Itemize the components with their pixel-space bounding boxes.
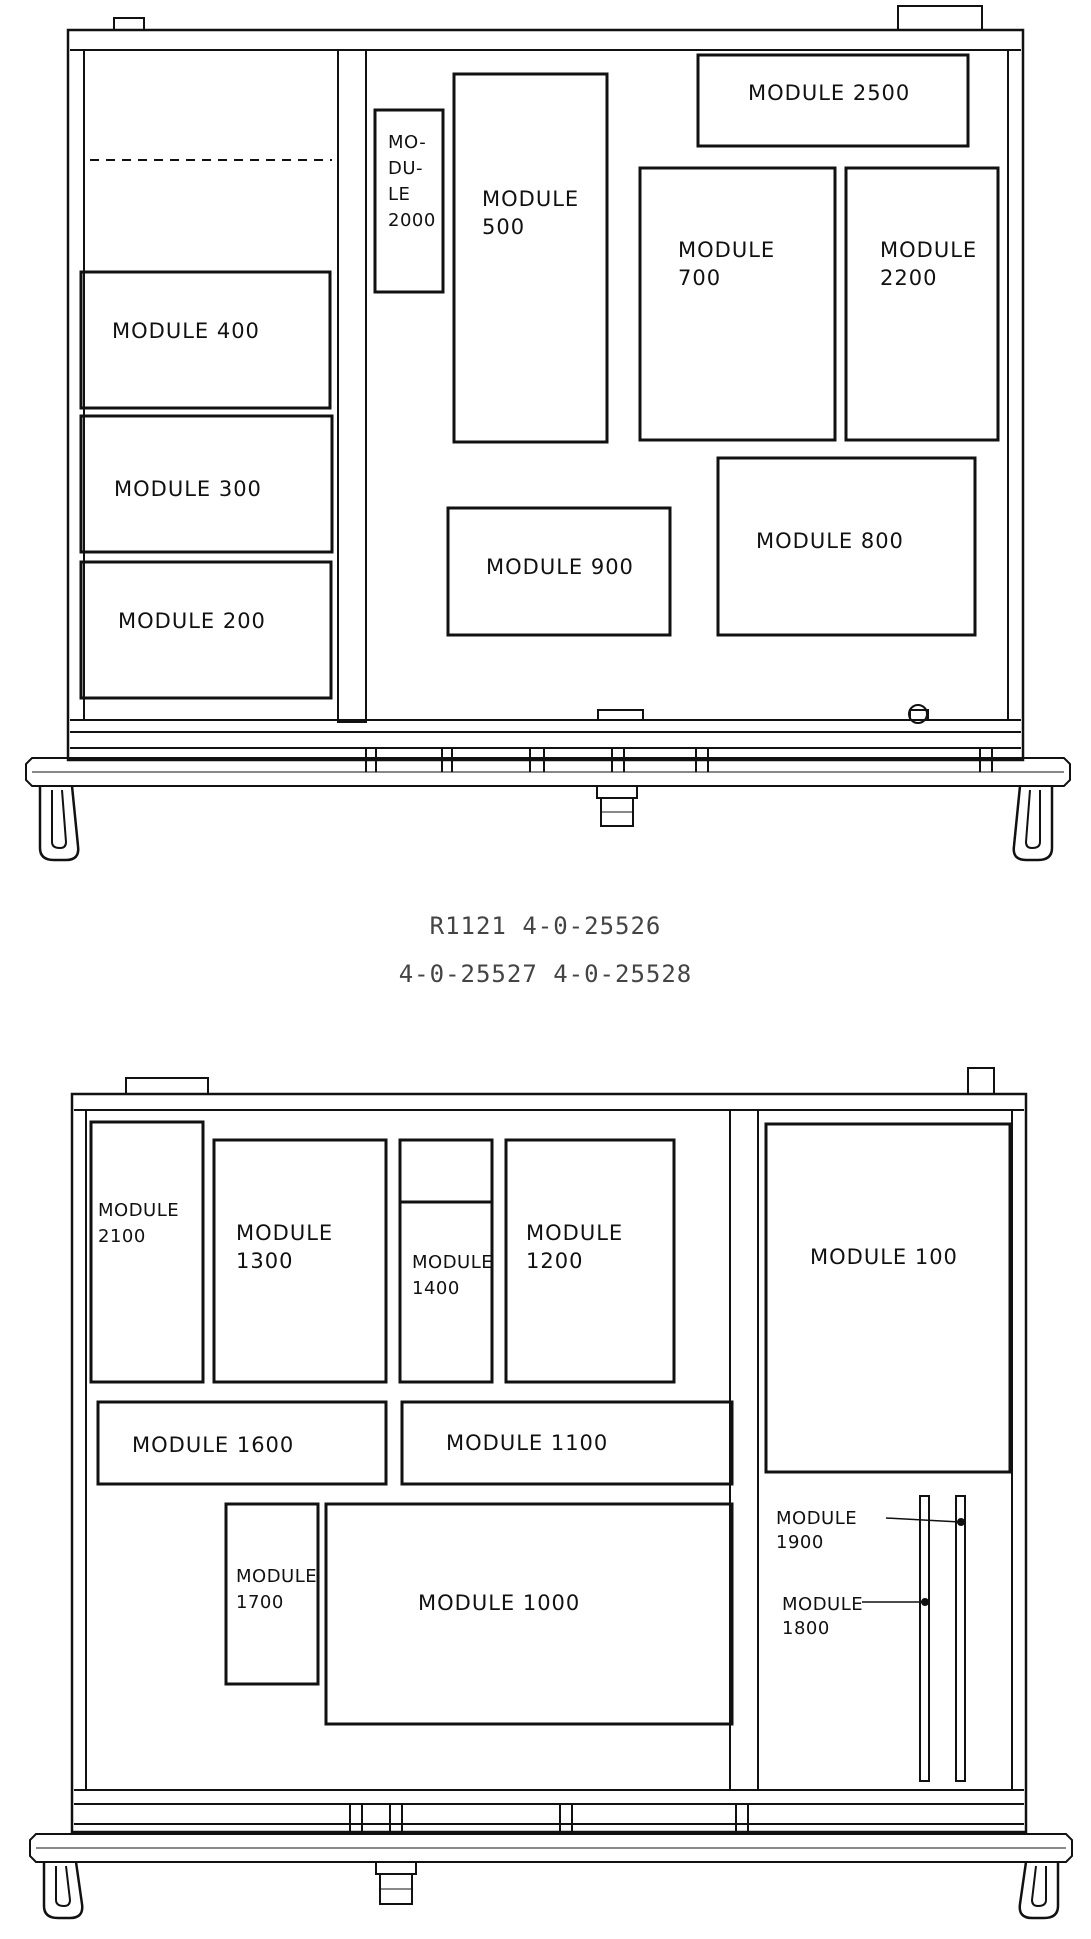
module-label-line: MODULE 200 bbox=[118, 609, 266, 633]
module-100-box bbox=[764, 1122, 1012, 1474]
module-1300-label: MODULE 1300 bbox=[236, 1221, 333, 1273]
module-300-box bbox=[79, 414, 334, 554]
module-label-line: MODULE 1100 bbox=[446, 1431, 608, 1455]
module-label-line: MODULE bbox=[678, 238, 775, 262]
module-label-line: 2000 bbox=[388, 210, 436, 231]
module-label-line: MO- bbox=[388, 132, 426, 153]
module-label-line: 1800 bbox=[782, 1618, 830, 1639]
module-label-line: MODULE bbox=[412, 1252, 493, 1273]
module-1600-label: MODULE 1600 bbox=[132, 1433, 294, 1457]
module-label-line: MODULE bbox=[782, 1594, 863, 1615]
module-1000-label: MODULE 1000 bbox=[418, 1591, 580, 1615]
module-1800-label: MODULE 1800 bbox=[782, 1594, 863, 1639]
module-1700-label: MODULE 1700 bbox=[236, 1566, 317, 1613]
module-900-box bbox=[446, 506, 672, 637]
module-label-line: 500 bbox=[482, 215, 525, 239]
module-1000-box bbox=[324, 1502, 734, 1726]
module-label-line: LE bbox=[388, 184, 410, 205]
module-2100-label: MODULE 2100 bbox=[98, 1200, 179, 1247]
module-1100-label: MODULE 1100 bbox=[446, 1431, 608, 1455]
module-200-label: MODULE 200 bbox=[118, 609, 266, 633]
module-label-line: MODULE bbox=[236, 1221, 333, 1245]
module-label-line: 1900 bbox=[776, 1532, 824, 1553]
module-1600-box bbox=[96, 1400, 388, 1486]
module-2000-label: MO- DU- LE 2000 bbox=[388, 132, 436, 231]
module-400-box bbox=[79, 270, 332, 410]
module-label-line: 700 bbox=[678, 266, 721, 290]
module-label-line: MODULE bbox=[98, 1200, 179, 1221]
module-label-line: 1300 bbox=[236, 1249, 293, 1273]
module-2200-box bbox=[844, 166, 1000, 442]
module-1400-label: MODULE 1400 bbox=[412, 1252, 493, 1299]
module-1700-box bbox=[224, 1502, 320, 1686]
top-chassis-frame bbox=[25, 5, 1071, 862]
module-300-label: MODULE 300 bbox=[114, 477, 262, 501]
module-label-line: MODULE 900 bbox=[486, 555, 634, 579]
module-label-line: 1200 bbox=[526, 1249, 583, 1273]
module-label-line: MODULE 300 bbox=[114, 477, 262, 501]
module-100-label: MODULE 100 bbox=[810, 1245, 958, 1269]
module-2500-box bbox=[696, 53, 970, 148]
module-label-line: 1400 bbox=[412, 1278, 460, 1299]
module-500-label: MODULE 500 bbox=[482, 187, 579, 239]
module-label-line: MODULE bbox=[776, 1508, 857, 1529]
module-2500-label: MODULE 2500 bbox=[748, 81, 910, 105]
module-label-line: DU- bbox=[388, 158, 423, 179]
module-label-line: MODULE 100 bbox=[810, 1245, 958, 1269]
module-label-line: 2200 bbox=[880, 266, 937, 290]
module-800-label: MODULE 800 bbox=[756, 529, 904, 553]
module-label-line: MODULE bbox=[482, 187, 579, 211]
module-400-label: MODULE 400 bbox=[112, 319, 260, 343]
module-label-line: 1700 bbox=[236, 1592, 284, 1613]
module-label-line: MODULE 800 bbox=[756, 529, 904, 553]
module-label-line: MODULE 400 bbox=[112, 319, 260, 343]
drawing-number-line-1: R1121 4-0-25526 bbox=[429, 912, 662, 940]
module-2000-box bbox=[373, 108, 445, 294]
module-label-line: 2100 bbox=[98, 1226, 146, 1247]
module-2200-label: MODULE 2200 bbox=[880, 238, 977, 290]
module-1900-label: MODULE 1900 bbox=[776, 1508, 857, 1553]
module-label-line: MODULE bbox=[880, 238, 977, 262]
module-200-box bbox=[79, 560, 333, 700]
module-label-line: MODULE 1600 bbox=[132, 1433, 294, 1457]
module-700-box bbox=[638, 166, 837, 442]
module-1200-box bbox=[504, 1138, 676, 1384]
module-2100-box bbox=[89, 1120, 205, 1384]
module-label-line: MODULE 2500 bbox=[748, 81, 910, 105]
module-500-box bbox=[452, 72, 609, 444]
module-1100-box bbox=[400, 1400, 734, 1486]
module-700-label: MODULE 700 bbox=[678, 238, 775, 290]
module-label-line: MODULE 1000 bbox=[418, 1591, 580, 1615]
module-label-line: MODULE bbox=[526, 1221, 623, 1245]
module-label-line: MODULE bbox=[236, 1566, 317, 1587]
module-800-box bbox=[716, 456, 977, 637]
drawing-number-line-2: 4-0-25527 4-0-25528 bbox=[398, 960, 693, 988]
module-900-label: MODULE 900 bbox=[486, 555, 634, 579]
module-1200-label: MODULE 1200 bbox=[526, 1221, 623, 1273]
bottom-chassis-frame bbox=[29, 1067, 1073, 1920]
module-1400-box bbox=[398, 1138, 494, 1384]
module-1300-box bbox=[212, 1138, 388, 1384]
